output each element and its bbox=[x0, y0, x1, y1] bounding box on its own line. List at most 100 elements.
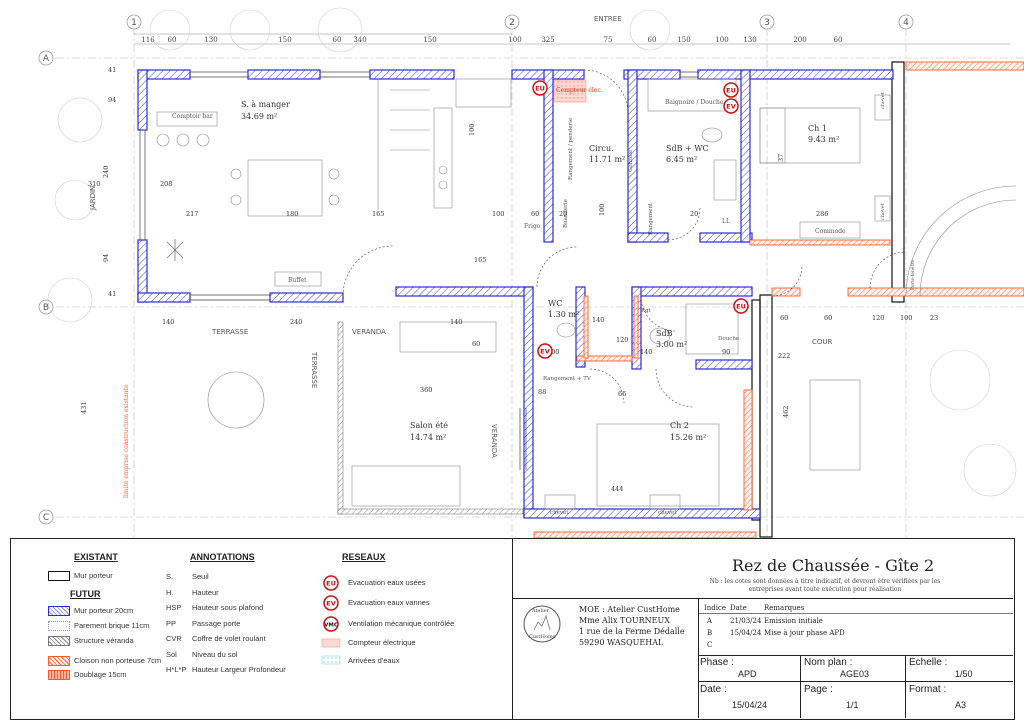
dimension-label: 360 bbox=[420, 386, 432, 394]
top-dimension: 60 bbox=[648, 36, 657, 44]
room-name-salon-ete: Salon été bbox=[410, 421, 448, 430]
title-divider bbox=[512, 598, 1013, 599]
atelier-custhome-logo bbox=[523, 605, 561, 643]
page-value: 1/1 bbox=[846, 700, 859, 710]
top-dimension: 100 bbox=[508, 36, 521, 44]
axis-label-2: 2 bbox=[509, 18, 515, 28]
dimension-label: 37 bbox=[777, 154, 785, 162]
swatch-mur-porteur-20 bbox=[48, 606, 70, 616]
top-dimension: 150 bbox=[278, 36, 291, 44]
dimension-label: 431 bbox=[80, 402, 88, 414]
moe: MOE : Atelier CustHome bbox=[579, 605, 680, 614]
nom-plan-value: AGE03 bbox=[840, 669, 870, 679]
electric-meter bbox=[553, 79, 587, 103]
dimension-label: 180 bbox=[286, 210, 298, 218]
top-dimension: 130 bbox=[743, 36, 756, 44]
phase-value: APD bbox=[738, 669, 757, 679]
drawing-note: Nb : les cotes sont données à titre indi… bbox=[709, 578, 941, 593]
dimension-label: 90 bbox=[722, 348, 730, 356]
dimension-label: 100 bbox=[598, 204, 606, 216]
existing-walls bbox=[751, 61, 905, 538]
legend-annotations-title: ANNOTATIONS bbox=[190, 552, 255, 562]
swatch-mur-porteur-existant bbox=[48, 571, 70, 581]
axis-label-1: 1 bbox=[131, 18, 137, 28]
annotation-desc: Niveau du sol bbox=[192, 649, 238, 659]
dimension-label: 23 bbox=[930, 314, 938, 322]
logo-text-top: Atelier bbox=[532, 608, 550, 614]
dimension-label: 100 bbox=[900, 314, 912, 322]
dimension-label: 120 bbox=[872, 314, 884, 322]
room-area-sdb: 3.00 m² bbox=[656, 340, 687, 349]
top-dimension: 100 bbox=[715, 36, 728, 44]
reseau-arrivees: Arrivées d'eaux bbox=[348, 656, 400, 665]
dimension-label: 286 bbox=[816, 210, 828, 218]
dimension-label: 100 bbox=[468, 124, 476, 136]
dimension-label: 60 bbox=[780, 314, 788, 322]
label-douche: Douche bbox=[718, 336, 739, 342]
logo-text-bottom: CustHome bbox=[529, 634, 556, 640]
top-dimension-line bbox=[134, 33, 1010, 45]
legend-mur-porteur: Mur porteur bbox=[74, 571, 113, 580]
label-chevet-4: chevet bbox=[658, 510, 677, 516]
label-veranda: VERANDA bbox=[352, 328, 386, 336]
dimension-label: 100 bbox=[547, 348, 559, 356]
label-frigo: Frigo bbox=[524, 223, 541, 230]
drawing-title: Rez de Chaussée - Gîte 2 bbox=[732, 556, 935, 575]
dimension-label: 100 bbox=[492, 210, 504, 218]
legend-futur-item-5: Doublage 15cm bbox=[74, 670, 127, 679]
annotation-desc: Seuil bbox=[192, 572, 209, 581]
revision-header: Remarques bbox=[764, 604, 805, 612]
axis-label-b: B bbox=[43, 303, 49, 313]
label-rangement-tv: Rangement + TV bbox=[543, 376, 592, 382]
top-dimension: 116 bbox=[141, 36, 155, 44]
eu-marker bbox=[532, 80, 548, 96]
phase-label: Phase : bbox=[700, 657, 734, 668]
cloisons bbox=[533, 61, 1024, 539]
annotation-desc: Hauteur sous plafond bbox=[192, 603, 264, 612]
eu-marker-label: EU bbox=[535, 85, 545, 93]
dimension-label: 140 bbox=[592, 316, 604, 324]
client-name: Mme Alix TOURNEUX bbox=[579, 616, 670, 625]
top-dimension: 150 bbox=[677, 36, 690, 44]
nom-plan-label: Nom plan : bbox=[804, 657, 853, 668]
dimension-label: 66 bbox=[618, 390, 626, 398]
compteur-icon bbox=[321, 638, 341, 648]
legend-frame bbox=[10, 538, 513, 720]
label-porte-fenetre: Porte-fenêtre bbox=[909, 259, 916, 290]
annotation-desc: Coffre de volet roulant bbox=[192, 634, 266, 643]
dimension-label: 88 bbox=[538, 388, 546, 396]
info-grid-mid-line bbox=[698, 681, 1013, 682]
label-limite-emprise: limite emprise construction existante bbox=[123, 384, 130, 498]
dimension-label: 94 bbox=[108, 96, 116, 104]
door-swings bbox=[342, 69, 907, 408]
page-label: Page : bbox=[804, 684, 833, 695]
veranda-structure bbox=[337, 321, 524, 515]
label-console: Console bbox=[628, 150, 634, 172]
label-terrasse: TERRASSE bbox=[211, 328, 248, 336]
annotation-desc: Hauteur bbox=[192, 587, 219, 597]
dimension-label: 60 bbox=[824, 314, 832, 322]
vmc-icon: VMC bbox=[324, 623, 338, 629]
echelle-label: Echelle : bbox=[909, 657, 948, 668]
dimension-label: 217 bbox=[186, 210, 198, 218]
dimension-label: 165 bbox=[372, 210, 384, 218]
label-cour: COUR bbox=[812, 338, 833, 346]
dimension-label: 310 bbox=[88, 180, 100, 188]
room-name-circulation: Circu. bbox=[589, 144, 614, 153]
address-line-1: 1 rue de la Ferme Dédalle bbox=[579, 627, 685, 636]
new-walls bbox=[137, 69, 894, 519]
dimension-label: 165 bbox=[474, 256, 486, 264]
top-dimension: 60 bbox=[333, 36, 342, 44]
annotation-desc: Hauteur Largeur Profondeur bbox=[192, 665, 286, 674]
label-rangement: Rangement bbox=[648, 202, 654, 235]
revision-header: Indice bbox=[704, 604, 727, 612]
revision-remarque: Mise à jour phase APD bbox=[764, 629, 845, 637]
label-chevet-1: chevet bbox=[880, 92, 886, 109]
top-dimension: 130 bbox=[204, 36, 217, 44]
date-value: 15/04/24 bbox=[732, 700, 768, 710]
revision-date: 21/03/24 bbox=[730, 617, 762, 625]
label-baignoire: Baignoire / Douche bbox=[665, 99, 724, 106]
room-name-sdb-wc: SdB + WC bbox=[666, 144, 709, 153]
revision-remarque: Emission initiale bbox=[764, 617, 823, 625]
annotation-abbr: PP bbox=[166, 618, 177, 628]
